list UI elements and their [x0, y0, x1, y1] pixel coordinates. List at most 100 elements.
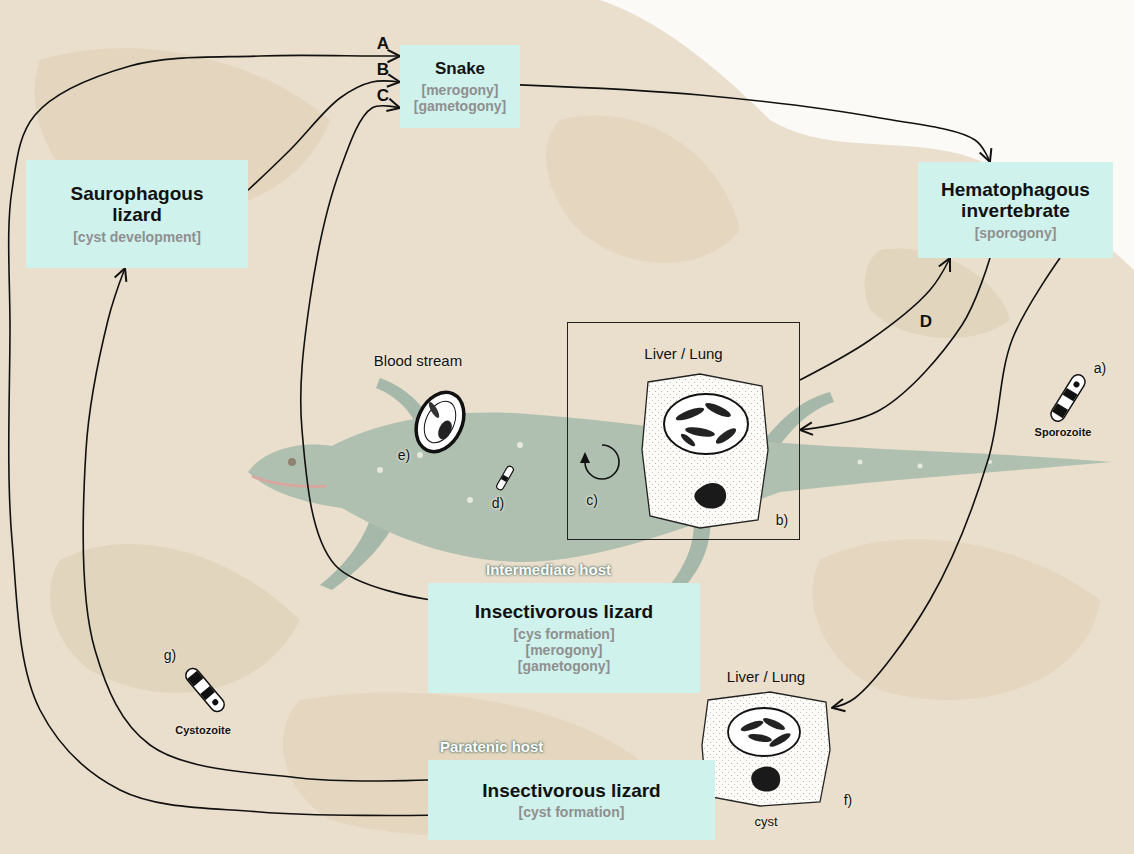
- stage-list: [merogony] [gametogony]: [408, 82, 512, 114]
- cystozoite-figure: [211, 698, 219, 706]
- cycle-arrow: [580, 445, 619, 479]
- host-box: Saurophagous lizard [cyst development]: [26, 160, 248, 268]
- organ-title: Liver / Lung: [700, 668, 832, 685]
- host-cell: [664, 394, 748, 454]
- cell-outline: [700, 690, 832, 808]
- host-box: Paratenic hostInsectivorous lizard[cyst …: [428, 760, 715, 840]
- lizard-photo: [417, 452, 423, 458]
- cycle-arrow: [800, 258, 990, 430]
- callout-letter: c): [586, 492, 598, 508]
- sporozoite-figure: [1048, 372, 1087, 424]
- blood-parasite: [495, 465, 514, 491]
- callout-letter: e): [398, 447, 410, 463]
- host-cell: [642, 374, 768, 528]
- host-title: Hematophagous invertebrate: [933, 179, 1098, 223]
- cycle-arrow: [248, 81, 400, 190]
- callout-letter: b): [776, 512, 788, 528]
- part-label: cyst: [754, 815, 777, 830]
- lizard-photo: [252, 476, 326, 487]
- blood-parasite: [495, 465, 514, 491]
- host-cell: [642, 374, 768, 528]
- erythrocyte: [407, 385, 473, 460]
- cycle-arrow: [585, 445, 619, 479]
- cycle-arrow: [800, 258, 950, 380]
- lizard-photo: [288, 458, 296, 466]
- host-title: Insectivorous lizard: [475, 601, 653, 623]
- erythrocyte: [427, 401, 441, 420]
- cystozoite-figure: [183, 666, 227, 715]
- erythrocyte: [435, 418, 454, 441]
- host-title: Saurophagous lizard: [62, 183, 212, 227]
- rock-background: [813, 539, 1101, 700]
- host-box: Snake [merogony] [gametogony]: [400, 45, 520, 128]
- route-letter: A: [377, 34, 389, 54]
- stage-list: [cyst development]: [73, 229, 201, 245]
- host-cell: [675, 405, 706, 423]
- cell-part: [740, 719, 765, 734]
- erythrocyte: [418, 396, 462, 448]
- organ-title: Liver / Lung: [644, 345, 722, 362]
- stage-name: Sporozoite: [1035, 426, 1092, 439]
- rock-background: [546, 116, 740, 263]
- route-letter: B: [377, 60, 389, 80]
- host-cell: [694, 483, 726, 509]
- cell-part: [751, 766, 780, 791]
- host-role: Intermediate host: [486, 561, 611, 578]
- cycle-arrow: [520, 85, 990, 162]
- cell-part: [768, 731, 792, 749]
- organ-frame: Liver / Lung: [567, 322, 800, 540]
- route-letter: C: [377, 86, 389, 106]
- host-cell: [679, 432, 697, 448]
- host-cell: [714, 426, 738, 446]
- cell-part: [702, 692, 830, 806]
- stage-name: Cystozoite: [175, 724, 231, 737]
- host-cell: [704, 400, 733, 419]
- cystozoite-figure: [200, 686, 215, 700]
- host-box: Hematophagous invertebrate [sporogony]: [918, 162, 1113, 258]
- lizard-photo: [760, 392, 834, 448]
- cycle-arrow: [9, 55, 428, 815]
- stage-list: [cys formation] [merogony] [gametogony]: [499, 626, 629, 674]
- host-title: Snake: [435, 59, 485, 79]
- host-title: Insectivorous lizard: [482, 780, 660, 802]
- host-cell: [685, 425, 716, 438]
- callout-letter: g): [164, 647, 176, 663]
- cell-part: [762, 716, 787, 732]
- cell-shape: Liver / Lung: [700, 690, 832, 808]
- region-label: Blood stream: [374, 352, 462, 369]
- cell-part: [748, 732, 773, 743]
- callout-letter: a): [1094, 360, 1106, 376]
- route-letter: D: [920, 312, 932, 332]
- rock-background: [50, 544, 300, 693]
- cystozoite-figure: [187, 671, 203, 687]
- lizard-photo: [858, 460, 863, 465]
- blood-parasite: [501, 475, 509, 482]
- sporozoite-figure: [1072, 380, 1080, 388]
- host-role: Paratenic host: [440, 738, 543, 755]
- cycle-arrow: [83, 268, 428, 781]
- cycle-arrow: [832, 258, 1060, 708]
- stage-list: [sporogony]: [975, 225, 1057, 241]
- cycle-arrow: [580, 452, 590, 463]
- callout-letter: d): [492, 495, 504, 511]
- cell-part: [728, 708, 800, 756]
- cystozoite-figure: [183, 666, 227, 715]
- cell-part: [702, 692, 830, 806]
- erythrocyte: [407, 385, 473, 460]
- lizard-photo: [918, 464, 923, 469]
- sporozoite-figure: [1063, 388, 1078, 401]
- lizard-photo: [377, 467, 383, 473]
- lizard-photo: [467, 497, 473, 503]
- sporozoite-figure: [1048, 372, 1087, 424]
- lizard-photo: [517, 442, 523, 448]
- sporozoite-figure: [1052, 403, 1068, 418]
- callout-letter: f): [844, 792, 853, 808]
- host-cell: [642, 374, 768, 528]
- host-box: Intermediate hostInsectivorous lizard[cy…: [428, 583, 700, 693]
